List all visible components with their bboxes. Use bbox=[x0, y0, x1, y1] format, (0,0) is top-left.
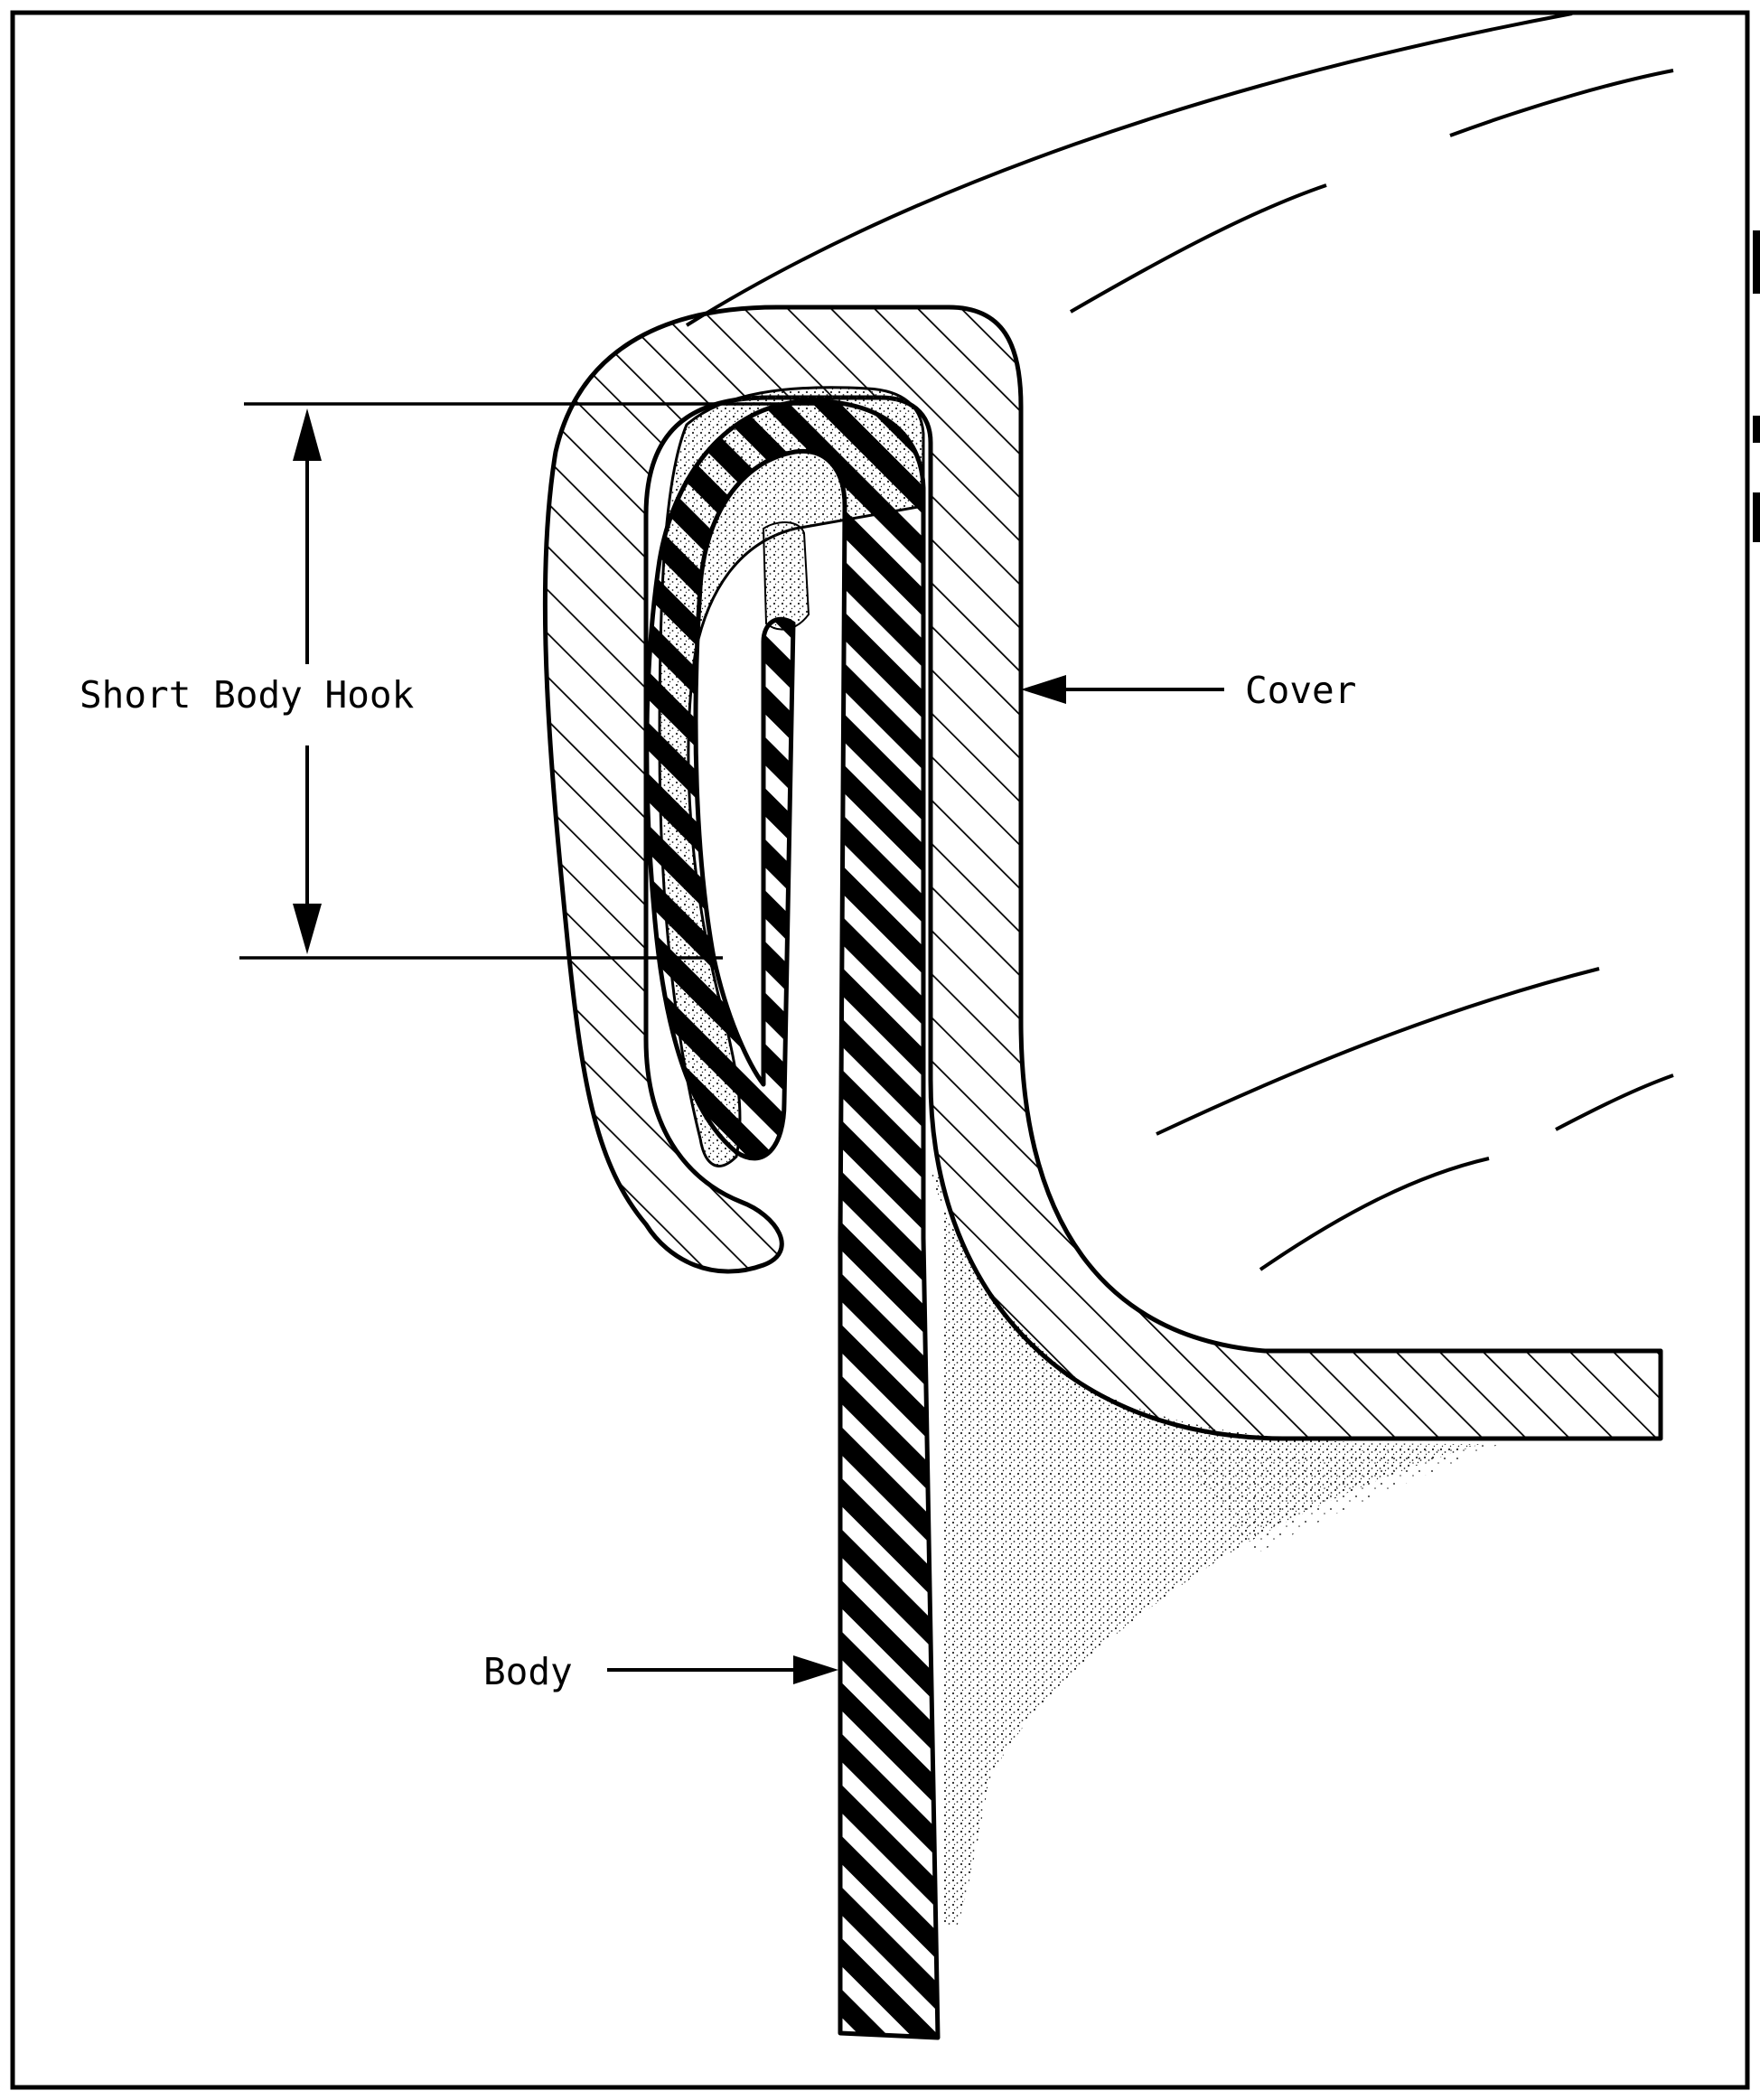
sealant-fillet bbox=[931, 1175, 1482, 1925]
edge-mark-1 bbox=[1753, 230, 1760, 294]
edge-mark-2 bbox=[1753, 416, 1760, 443]
sealant-blob bbox=[762, 521, 810, 631]
label-body: Body bbox=[483, 1650, 573, 1693]
label-short-body-hook: Short Body Hook bbox=[80, 673, 415, 717]
dimension-arrow-up-head bbox=[293, 408, 322, 461]
shading-line-1 bbox=[1449, 69, 1674, 137]
cover-arrow-head bbox=[1021, 675, 1066, 704]
label-cover: Cover bbox=[1245, 669, 1356, 712]
body-section bbox=[644, 398, 941, 2040]
sealant-fillet-tail bbox=[1175, 1444, 1500, 1554]
edge-mark-3 bbox=[1753, 492, 1760, 542]
cover-outer-contour bbox=[685, 12, 1573, 327]
body-arrow-head bbox=[793, 1655, 838, 1684]
dimension-arrow-down-head bbox=[293, 904, 322, 954]
shading-line-4 bbox=[1555, 1073, 1674, 1131]
shading-line-2 bbox=[1069, 183, 1327, 314]
border-frame bbox=[10, 10, 1750, 2090]
shading-line-3 bbox=[1156, 967, 1600, 1136]
shading-line-5 bbox=[1259, 1157, 1490, 1271]
cover-section bbox=[542, 305, 1663, 1441]
